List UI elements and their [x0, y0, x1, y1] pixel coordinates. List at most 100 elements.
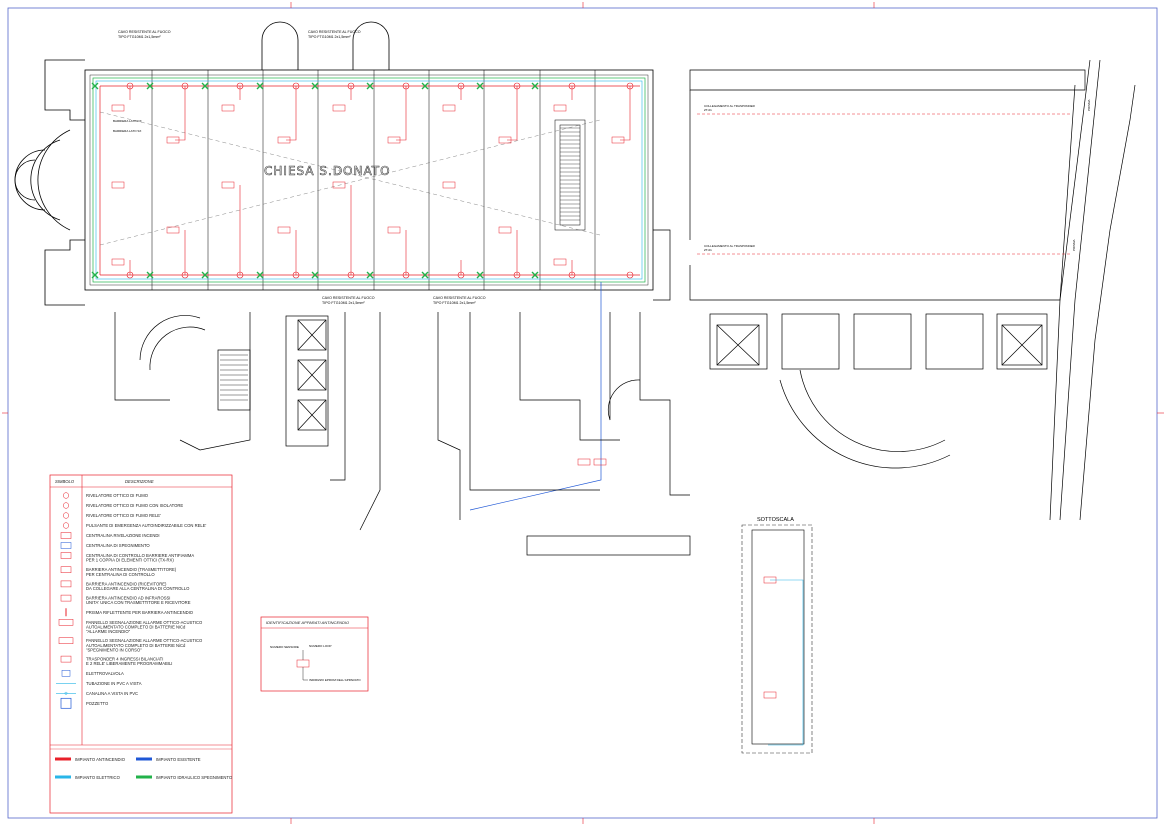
smoke-detector-icon: [626, 271, 634, 279]
solenoid-valve-icon: [531, 271, 539, 279]
smoke-detector-icon: [513, 82, 521, 90]
alarm-panel-icon: [332, 181, 346, 189]
smoke-detector-icon: [126, 82, 134, 90]
alarm-panel-icon: [166, 136, 180, 144]
legend-system: IMPIANTO ESISTENTE: [136, 757, 201, 762]
legend-row-text: CENTRALINA DI CONTROLLO BARRIERE ANTIFIA…: [86, 553, 194, 558]
solenoid-valve-icon: [91, 271, 99, 279]
extinguish-panel-icon: [60, 542, 72, 549]
legend-row-text: PER 1 COPPIA DI ELEMENTI OTTICI (TX-RX): [86, 558, 174, 563]
smoke-detector-relay-icon: [62, 512, 70, 519]
cable-note-bottom-right-1: CAVO RESISTENTE AL FUOCO: [433, 296, 486, 300]
sottoscala-area: SOTTOSCALA: [741, 517, 813, 754]
legend-row: RIVELATORE OTTICO DI FUMO: [62, 492, 149, 499]
cable-note-bottom-left-1: CAVO RESISTENTE AL FUOCO: [322, 296, 375, 300]
prism-label-2: PRISMA: [1072, 239, 1076, 251]
legend-row-text: RIVELATORE OTTICO DI FUMO CON ISOLATORE: [86, 503, 183, 508]
smoke-detector-icon: [568, 271, 576, 279]
legend-row-text: "SPEGNIMENTO IN CORSO": [86, 647, 142, 652]
alarm-panel-icon: [763, 691, 777, 699]
legend-row-text: "ALLARME INCENDIO": [86, 629, 131, 634]
legend-row-text: CANALINA A VISTA IN PVC: [86, 691, 138, 696]
solenoid-valve-icon: [201, 271, 209, 279]
legend-col-description: DESCRIZIONE: [125, 479, 154, 484]
legend-row-text: AUTOALIMENTATO COMPLETO DI BATTERIE NiCd: [86, 624, 186, 629]
ident-indirizzo: INDIRIZZO EPROM DELL'APPARATO: [309, 678, 361, 682]
smoke-detector-icon: [457, 82, 465, 90]
legend-row: PULSANTE DI EMERGENZA AUTOINDIRIZZABILE …: [62, 522, 207, 529]
legend-row: CENTRALINA DI SPEGNIMENTO: [60, 542, 150, 549]
solenoid-valve-icon: [256, 271, 264, 279]
barrier-label-dx: BARRIERA LATO DX: [113, 119, 142, 123]
stair-treads: [560, 127, 580, 221]
fire-panel-icon: [60, 532, 72, 539]
smoke-detector-icon: [402, 82, 410, 90]
legend-row-text: PANNELLO SEGNALAZIONE ALLARME OTTICO-ACU…: [86, 620, 203, 625]
smoke-detector-icon: [181, 271, 189, 279]
transponder-note-1-line-1: COLLEGAMENTO AL TRASPONDER: [704, 104, 756, 108]
solenoid-valve-icon: [256, 82, 264, 90]
legend-table: SIMBOLO DESCRIZIONE RIVELATORE OTTICO DI…: [49, 474, 233, 814]
alarm-panel-icon: [577, 458, 591, 466]
system-swatch: [136, 757, 152, 761]
smoke-detector-isolator-icon: [62, 502, 70, 509]
lower-right-rooms: [709, 313, 1048, 469]
legend-col-symbol: SIMBOLO: [55, 479, 75, 484]
solenoid-valve-icon: [421, 82, 429, 90]
ident-box: IDENTIFICAZIONE APPARATI ANTINCENDIO NUM…: [260, 616, 369, 692]
smoke-detector-icon: [347, 271, 355, 279]
legend-row: BARRIERA ANTINCENDIO AD INFRAROSSIUNITA'…: [60, 594, 191, 605]
cable-note-top-left-1: CAVO RESISTENTE AL FUOCO: [118, 30, 171, 34]
smoke-detector-icon: [181, 82, 189, 90]
pvc-duct-icon: [56, 691, 76, 695]
detector-group: [91, 82, 777, 699]
transponder-note-2-line-1: COLLEGAMENTO AL TRASPONDER: [704, 244, 756, 248]
church-walls: [14, 21, 654, 306]
alarm-panel-icon: [111, 104, 125, 112]
sheet-border: [7, 7, 1158, 819]
alarm-panel-icon: [277, 136, 291, 144]
alarm-panel-icon: [498, 226, 512, 234]
legend-row: ELETTROVALVOLA: [61, 670, 124, 677]
transponder-note-2-line-2: ZT-01: [704, 248, 712, 252]
infrared-barrier-icon: [60, 594, 72, 602]
ident-sample-device: [296, 659, 310, 668]
alarm-panel-icon: [498, 136, 512, 144]
church-label: CHIESA S.DONATO: [264, 164, 391, 178]
legend-row-text: DA COLLEGARE ALLA CENTRALINA DI CONTROLL…: [86, 586, 190, 591]
legend-row-text: POZZETTO: [86, 701, 109, 706]
legend-row: PANNELLO SEGNALAZIONE ALLARME OTTICO-ACU…: [58, 637, 203, 652]
ident-numero-sensore: NUMERO SENSORE: [270, 645, 299, 649]
smoke-detector-icon: [126, 271, 134, 279]
solenoid-valve-icon: [421, 271, 429, 279]
solenoid-valve-icon: [91, 82, 99, 90]
legend-system: IMPIANTO ELETTRICO: [55, 775, 121, 780]
legend-row-text: RIVELATORE OTTICO DI FUMO: [86, 493, 149, 498]
legend-row-text: BARRIERA ANTINCENDIO (TRASMETTITORE): [86, 567, 177, 572]
lower-left-rooms: [114, 312, 691, 556]
feeder-lines: [129, 86, 631, 275]
ident-numero-loop: NUMERO LOOP: [309, 644, 332, 648]
system-swatch: [55, 757, 71, 761]
solenoid-valve-icon: [311, 82, 319, 90]
solenoid-valve-icon: [146, 271, 154, 279]
cable-notes: CAVO RESISTENTE AL FUOCO TIPO FTG10M1 2x…: [113, 30, 486, 305]
legend-row: TUBAZIONE IN PVC A VISTA: [56, 681, 142, 686]
legend-row-text: PANNELLO SEGNALAZIONE ALLARME OTTICO-ACU…: [86, 638, 203, 643]
system-loops: [92, 77, 646, 511]
barrier-transmitter-icon: [60, 566, 72, 573]
legend-system: IMPIANTO ANTINCENDIO: [55, 757, 126, 762]
bay-lines: [151, 70, 596, 290]
solenoid-valve-icon: [366, 82, 374, 90]
legend-row-text: AUTOALIMENTATO COMPLETO DI BATTERIE NiCd: [86, 643, 186, 648]
barrier-receiver-icon: [60, 580, 72, 588]
cable-note-bottom-left-2: TIPO FTG10M1 2x1,5mm²: [322, 301, 365, 305]
legend-row-text: TRASPONDER 4 INGRESSI BILANCIATI: [86, 657, 163, 662]
legend-row-text: RIVELATORE OTTICO DI FUMO RELE': [86, 513, 161, 518]
solenoid-valve-icon: [366, 271, 374, 279]
solenoid-valve-icon: [311, 271, 319, 279]
